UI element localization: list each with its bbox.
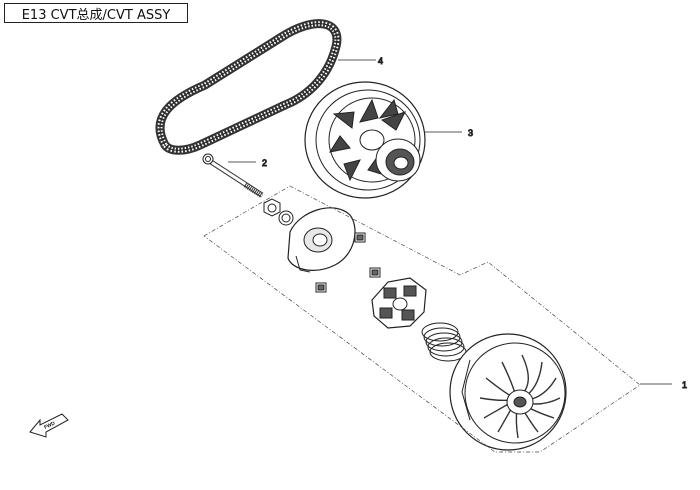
fwd-label: FWD [43, 420, 56, 430]
callout-3: 3 [468, 128, 473, 138]
diagram-title: E13 CVT总成/CVT ASSY [4, 3, 188, 23]
drive-pulley-assembly-icon [449, 333, 567, 451]
bolt-icon [202, 153, 264, 199]
nut-washer-icon [263, 198, 294, 226]
forward-arrow-icon: FWD [29, 413, 69, 438]
leader-lines [228, 59, 672, 385]
callout-4: 4 [378, 56, 383, 66]
drive-belt-icon [155, 19, 342, 155]
callout-1: 1 [682, 380, 687, 390]
driven-pulley-icon [304, 81, 426, 199]
spider-icon [371, 277, 427, 329]
slider-icon [315, 232, 381, 293]
spring-icon [421, 322, 467, 362]
assembly-group-outline [203, 185, 641, 453]
drive-face-icon [287, 207, 356, 273]
callout-2: 2 [262, 158, 267, 168]
